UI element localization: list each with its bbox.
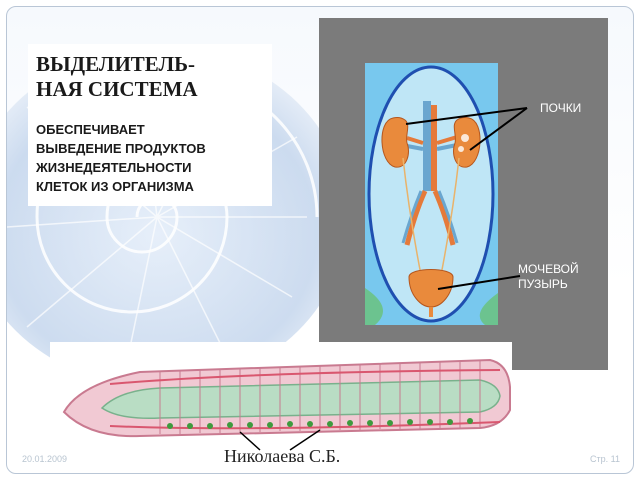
slide-title: ВЫДЕЛИТЕЛЬ- НАЯ СИСТЕМА — [36, 52, 272, 102]
footer-date: 20.01.2009 — [22, 454, 68, 464]
title-line-1: ВЫДЕЛИТЕЛЬ- — [36, 52, 196, 76]
subtitle-line-2: ВЫВЕДЕНИЕ ПРОДУКТОВ — [36, 141, 206, 156]
bladder-label-line-2: ПУЗЫРЬ — [518, 277, 568, 291]
slide-subtitle: ОБЕСПЕЧИВАЕТ ВЫВЕДЕНИЕ ПРОДУКТОВ ЖИЗНЕДЕ… — [36, 120, 276, 196]
urinary-system-illustration — [365, 65, 498, 325]
bladder-label-line-1: МОЧЕВОЙ — [518, 262, 579, 276]
author-name: Николаева С.Б. — [224, 446, 341, 466]
earthworm-panel — [50, 342, 512, 454]
title-line-2: НАЯ СИСТЕМА — [36, 77, 198, 101]
subtitle-line-4: КЛЕТОК ИЗ ОРГАНИЗМА — [36, 179, 194, 194]
earthworm-illustration — [62, 358, 511, 451]
title-box: ВЫДЕЛИТЕЛЬ- НАЯ СИСТЕМА ОБЕСПЕЧИВАЕТ ВЫВ… — [28, 44, 272, 206]
bladder-label: МОЧЕВОЙ ПУЗЫРЬ — [518, 262, 608, 292]
footer-page-number: Стр. 11 — [590, 454, 620, 464]
kidneys-label: ПОЧКИ — [540, 101, 582, 115]
urinary-system-diagram — [365, 63, 498, 325]
subtitle-line-3: ЖИЗНЕДЕЯТЕЛЬНОСТИ — [36, 160, 192, 175]
subtitle-line-1: ОБЕСПЕЧИВАЕТ — [36, 122, 145, 137]
